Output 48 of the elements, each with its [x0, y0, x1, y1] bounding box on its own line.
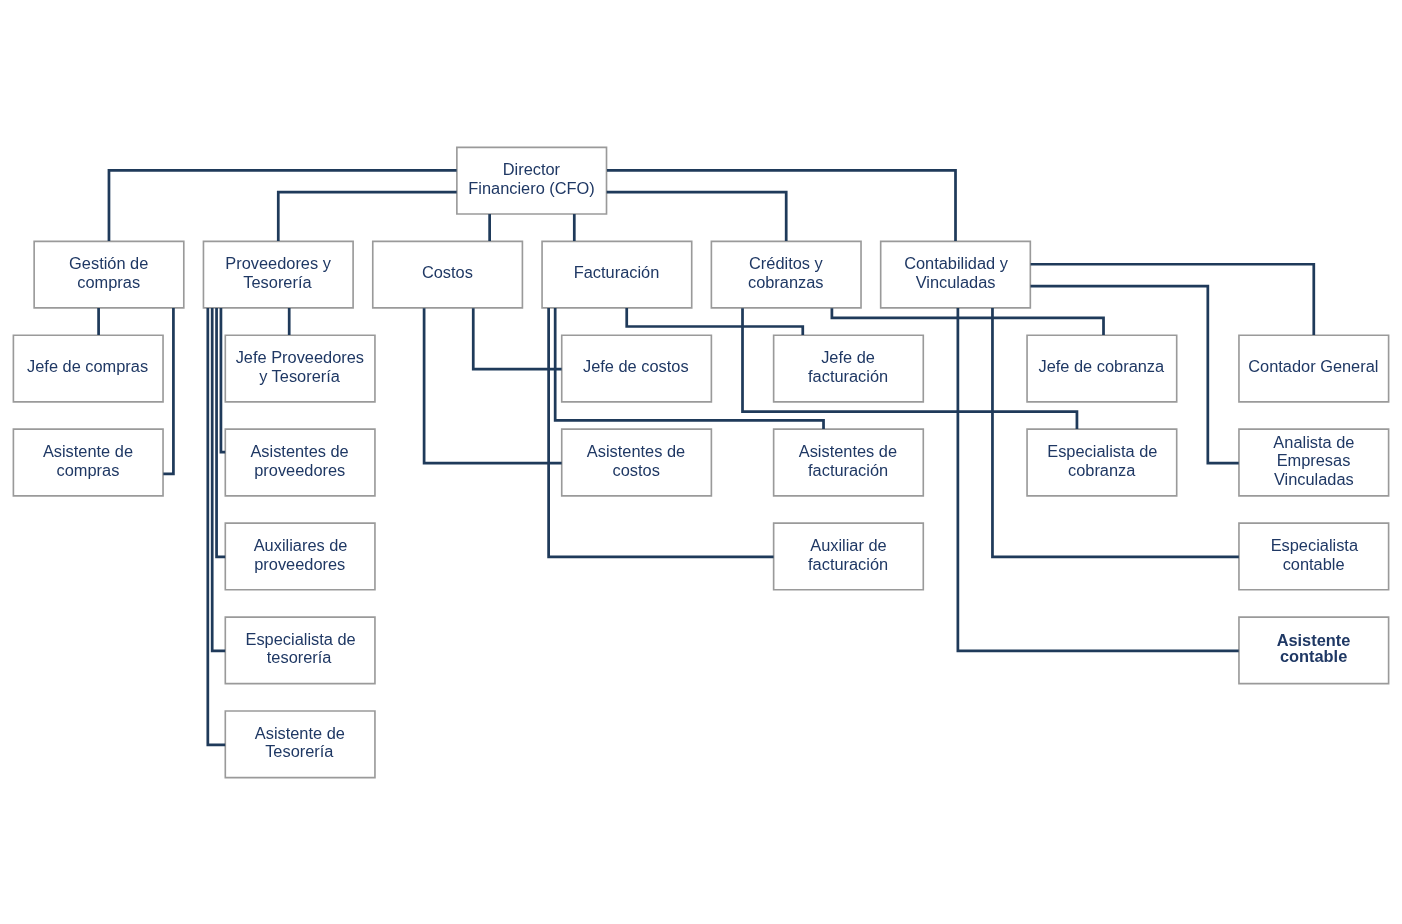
- connector: [553, 307, 825, 429]
- node-box: Asistentes de proveedores: [224, 427, 376, 497]
- connector: [97, 307, 100, 335]
- connector: [606, 168, 957, 241]
- node-box: Auxiliares de proveedores: [224, 521, 376, 591]
- connector: [210, 307, 226, 652]
- connector: [547, 307, 774, 558]
- connector: [488, 213, 491, 241]
- node-box: Facturación: [541, 240, 693, 309]
- connector: [219, 307, 226, 453]
- node-box: Proveedores y Tesorería: [202, 240, 354, 309]
- node-box: Especialista contable: [1238, 521, 1390, 591]
- node-box: Jefe de facturación: [772, 333, 925, 403]
- node-box: Especialista de tesorería: [224, 615, 376, 684]
- connector: [206, 307, 226, 746]
- node-box: Asistente de Tesorería: [224, 709, 376, 778]
- connector: [991, 307, 1239, 558]
- connector: [1030, 284, 1239, 464]
- node-box: Analista de Empresas Vinculadas: [1238, 427, 1390, 497]
- connector: [606, 190, 788, 241]
- node-box: Jefe de costos: [560, 333, 713, 403]
- node-box: Contabilidad y Vinculadas: [879, 240, 1032, 309]
- connector: [276, 190, 457, 241]
- connector: [422, 307, 562, 464]
- connector: [215, 307, 226, 558]
- node-box: Auxiliar de facturación: [772, 521, 925, 591]
- node-box: Jefe de cobranza: [1026, 333, 1178, 403]
- node-box: Créditos y cobranzas: [710, 240, 862, 309]
- connector: [830, 307, 1105, 335]
- connector: [471, 307, 562, 370]
- node-box: Contador General: [1238, 333, 1390, 403]
- node-box: Asistentes de costos: [560, 427, 713, 497]
- connector: [163, 307, 175, 475]
- node-box: Asistente contable: [1238, 615, 1390, 684]
- node-box: Director Financiero (CFO): [456, 146, 608, 215]
- node-box: Asistente de compras: [12, 427, 164, 497]
- node-box: Asistentes de facturación: [772, 427, 925, 497]
- connector: [287, 307, 291, 335]
- connector: [1030, 262, 1316, 335]
- node-box: Jefe de compras: [12, 333, 164, 403]
- node-box: Costos: [371, 240, 524, 309]
- connector: [741, 307, 1079, 429]
- connector: [107, 168, 457, 241]
- node-box: Jefe Proveedores y Tesorería: [224, 333, 376, 403]
- connector: [956, 307, 1239, 652]
- connector: [572, 213, 576, 241]
- node-box: Gestión de compras: [33, 240, 185, 309]
- node-box: Especialista de cobranza: [1026, 427, 1178, 497]
